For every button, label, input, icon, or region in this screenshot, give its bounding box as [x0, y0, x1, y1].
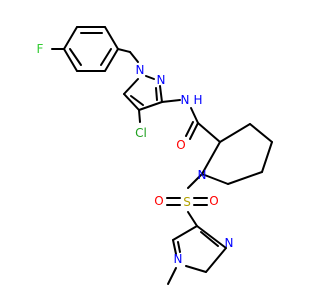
sulfur-atom: S — [183, 195, 191, 209]
amide-n-atom: N — [181, 93, 190, 107]
sulfonyl-o-left-atom: O — [154, 194, 163, 208]
pyrazole-n2-atom: N — [157, 73, 166, 87]
methylpyrazole-n1-atom: N — [174, 252, 183, 266]
molecule-structure: F N N Cl N H O N S O O N N — [37, 26, 273, 285]
methylpyrazole-n2-atom: N — [225, 236, 234, 250]
carbonyl-o-atom: O — [176, 138, 185, 152]
pyrazole-n1-atom: N — [136, 63, 145, 77]
fluorine-atom: F — [37, 42, 44, 56]
piperidine-n-atom: N — [198, 168, 207, 182]
amide-h-atom: H — [193, 93, 202, 107]
bond-lines — [51, 26, 273, 285]
atom-labels: F N N Cl N H O N S O O N N — [37, 42, 234, 266]
sulfonyl-o-right-atom: O — [209, 194, 218, 208]
chlorine-atom: Cl — [135, 126, 147, 140]
